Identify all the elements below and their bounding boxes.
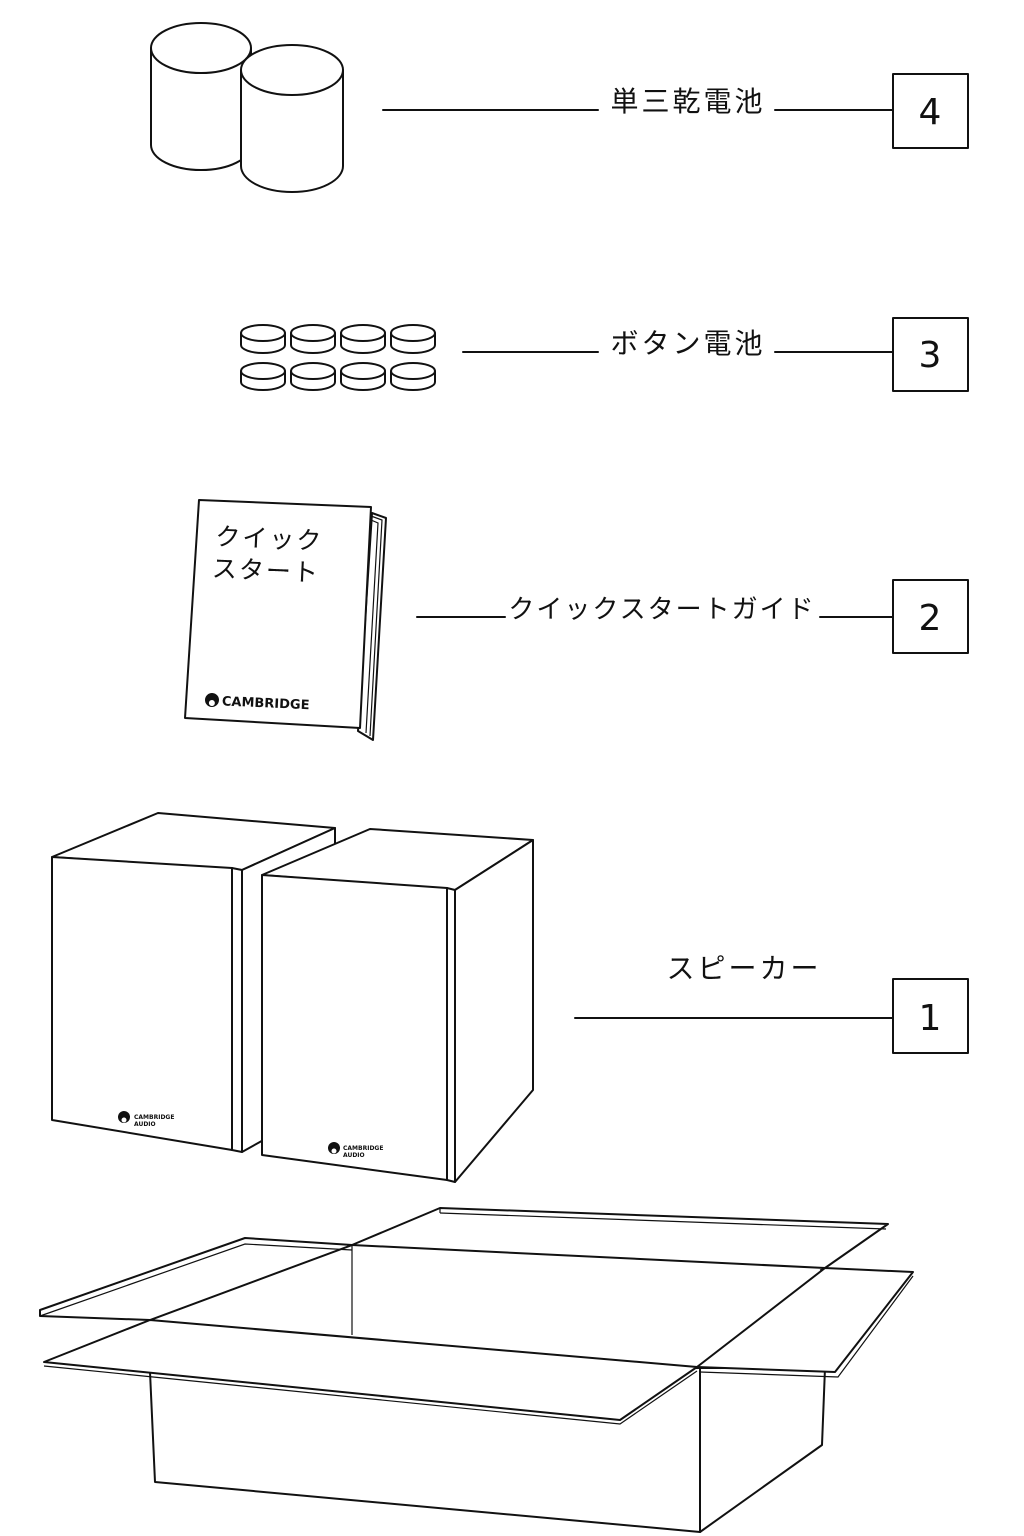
item-number-1: 1 (919, 998, 942, 1039)
number-box-2 (892, 579, 969, 654)
callout-speakers: スピーカー 1 (574, 952, 969, 1054)
callout-button-cells: ボタン電池 3 (462, 317, 969, 392)
cambridge-logo-icon (328, 1142, 340, 1154)
item-number-2: 2 (919, 598, 942, 639)
label-aa-batteries: 単三乾電池 (610, 85, 765, 118)
speaker-logo-line2: AUDIO (134, 1121, 156, 1128)
label-quick-start-guide: クイックスタートガイド (508, 595, 815, 625)
label-button-cells: ボタン電池 (610, 327, 765, 360)
label-speakers: スピーカー (666, 952, 821, 985)
callout-quick-start-guide: クイックスタートガイド 2 (416, 579, 969, 654)
speakers-illustration: CAMBRIDGE AUDIO CAMBRIDGE AUDIO (51, 812, 534, 1183)
button-cells-illustration (240, 324, 436, 391)
quick-start-booklet-illustration: クイック スタート CAMBRIDGE (184, 499, 387, 741)
item-number-4: 4 (919, 92, 942, 133)
speaker-logo-line1: CAMBRIDGE (343, 1145, 383, 1152)
booklet-title-line2: スタート (211, 554, 320, 588)
open-box-illustration (39, 1207, 914, 1533)
right-speaker: CAMBRIDGE AUDIO (261, 828, 534, 1183)
number-box-4 (892, 73, 969, 149)
booklet-title-line1: クイック (215, 522, 324, 556)
aa-batteries-illustration (150, 22, 344, 193)
speaker-logo-line2: AUDIO (343, 1152, 365, 1159)
callout-aa-batteries: 単三乾電池 4 (382, 73, 969, 149)
number-box-1 (892, 978, 969, 1054)
number-box-3 (892, 317, 969, 392)
speaker-logo-line1: CAMBRIDGE (134, 1114, 174, 1121)
booklet-brand: CAMBRIDGE (222, 694, 310, 713)
cambridge-logo-icon (118, 1111, 130, 1123)
item-number-3: 3 (919, 335, 942, 376)
